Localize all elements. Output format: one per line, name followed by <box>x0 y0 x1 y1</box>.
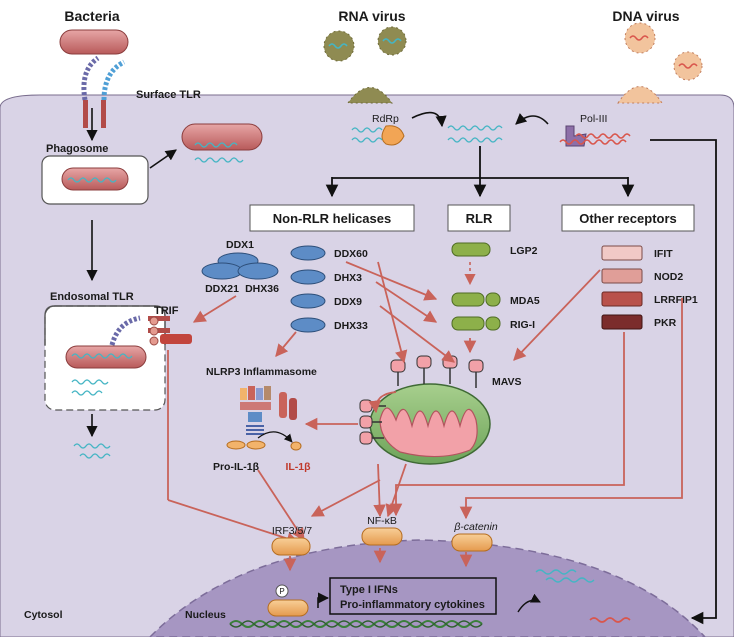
helicase-list: DDX60 DHX3 DDX9 DHX33 <box>290 245 368 333</box>
trif-adaptor <box>160 334 192 344</box>
phospho-marker <box>275 584 289 598</box>
tf-nfkb <box>361 527 403 546</box>
signaling-arrows <box>167 261 683 572</box>
phagosome-bacterium <box>61 167 129 191</box>
helicase-label-ddx9: DDX9 <box>334 296 362 308</box>
tf-nfkb-label: NF-κB <box>367 515 397 527</box>
receptor-node-pkr <box>601 314 643 330</box>
category-other-label: Other receptors <box>579 211 677 226</box>
rna-virus-particles <box>323 26 407 104</box>
dna-virus-particles <box>617 22 703 104</box>
output-type-i-ifns: Type I IFNs <box>340 584 398 596</box>
trif-label: TRIF <box>154 305 179 317</box>
other-receptors-list: IFIT NOD2 LRRFIP1 PKR <box>601 245 698 330</box>
phospho-label: P <box>279 587 284 596</box>
helicase-node-dhx33 <box>290 317 326 333</box>
nucleus-label: Nucleus <box>185 609 226 621</box>
endosomal-tlr-receptor <box>109 315 170 346</box>
tf-bcat <box>451 533 493 552</box>
tf-irf-label: IRF3/5/7 <box>272 525 312 537</box>
nlrp3-inflammasome <box>240 386 297 435</box>
rlr-node-rig-i <box>451 316 485 331</box>
helicase-label-dhx3: DHX3 <box>334 272 362 284</box>
bacteria-label: Bacteria <box>64 8 119 24</box>
helicase-node-ddx9 <box>290 293 326 309</box>
receptor-label-lrrfip1: LRRFIP1 <box>654 294 698 306</box>
category-box-other <box>561 204 695 232</box>
ddx1-label: DDX1 <box>226 239 254 251</box>
rdrp-label: RdRp <box>372 113 399 125</box>
dhx36-label: DHX36 <box>245 283 279 295</box>
helicase-node-ddx60 <box>290 245 326 261</box>
pol3-label: Pol-III <box>580 113 607 125</box>
degrading-bacterium <box>181 123 263 151</box>
receptor-label-nod2: NOD2 <box>654 271 683 283</box>
mitochondrion <box>369 383 491 465</box>
surface-tlr-label: Surface TLR <box>136 89 201 101</box>
helicase-label-ddx60: DDX60 <box>334 248 368 260</box>
helicase-label-dhx33: DHX33 <box>334 320 368 332</box>
inflammasome-title: NLRP3 Inflammasome <box>206 366 317 378</box>
bacterium-outside <box>59 29 129 55</box>
endosomal-tlr-label: Endosomal TLR <box>50 291 134 303</box>
rdrp-enzyme <box>381 125 405 146</box>
output-box <box>329 577 497 615</box>
output-cytokines: Pro-inflammatory cytokines <box>340 599 485 611</box>
rlr-label-lgp2: LGP2 <box>510 245 538 257</box>
dna-virus-label: DNA virus <box>612 8 679 24</box>
rlr-list: LGP2 MDA5 RIG-I <box>451 242 540 331</box>
surface-tlr-receptor <box>81 55 126 128</box>
tf-bound-dna <box>267 599 309 617</box>
category-box-rlr <box>447 204 511 232</box>
cytosol-label: Cytosol <box>24 609 63 621</box>
phagosome-label: Phagosome <box>46 143 108 155</box>
endosome-bacterium <box>65 345 147 369</box>
receptor-label-pkr: PKR <box>654 317 677 329</box>
rlr-node-lgp2 <box>451 242 491 257</box>
tf-irf <box>271 537 311 556</box>
receptor-node-nod2 <box>601 268 643 284</box>
rlr-node-mda5 <box>451 292 485 307</box>
receptor-label-ifit: IFIT <box>654 248 673 260</box>
category-box-non-rlr <box>249 204 415 232</box>
ddx21-label: DDX21 <box>205 283 239 295</box>
category-non-rlr-label: Non-RLR helicases <box>273 211 391 226</box>
rlr-label-rig-i: RIG-I <box>510 319 535 331</box>
tf-bcat-label: β-catenin <box>453 521 498 533</box>
rlr-label-mda5: MDA5 <box>510 295 540 307</box>
receptor-node-lrrfip1 <box>601 291 643 307</box>
ddx21-node <box>201 262 243 280</box>
il1b-label: IL-1β <box>285 461 311 473</box>
category-rlr-label: RLR <box>466 211 493 226</box>
dhx36-node <box>237 262 279 280</box>
mavs-label: MAVS <box>492 376 522 388</box>
pro-il1b-label: Pro-IL-1β <box>213 461 260 473</box>
receptor-node-ifit <box>601 245 643 261</box>
rna-virus-label: RNA virus <box>338 8 405 24</box>
dna-helix <box>229 620 483 628</box>
helicase-node-dhx3 <box>290 269 326 285</box>
